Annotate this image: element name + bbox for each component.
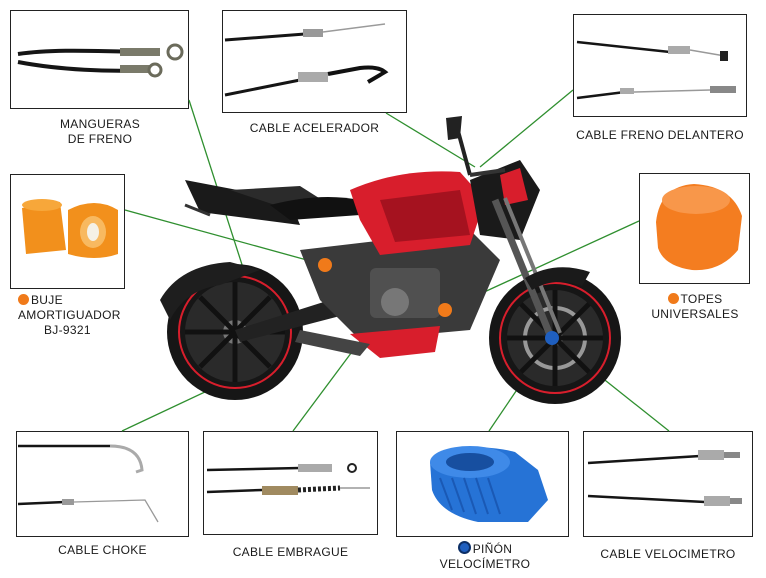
label-mangueras-line1: MANGUERAS [59,117,141,131]
clutch-cable-illustration [206,463,370,495]
leader-line-acelerador [385,112,476,168]
marker-buje-dot [318,258,332,272]
label-freno-delantero: CABLE FRENO DELANTERO [576,128,744,142]
label-mangueras-line2: DE FRENO [67,132,133,146]
throttle-cable-image-box [222,10,407,113]
speedometer-gear-illustration [430,446,548,522]
bushing-illustration [22,199,118,258]
label-buje-line3: BJ-9321 [44,323,91,337]
label-topes-line1: TOPES [680,292,723,306]
clutch-cable-image-box [203,431,378,535]
orange-dot-icon [18,294,29,305]
label-velocimetro: CABLE VELOCIMETRO [600,547,736,561]
choke-cable-image-box [16,431,189,537]
label-buje-line2: AMORTIGUADOR [18,308,121,322]
front-brake-cable-illustration [576,40,736,100]
label-pinon: PIÑÓN VELOCÍMETRO [430,541,540,572]
label-embrague: CABLE EMBRAGUE [232,545,349,559]
front-brake-cable-image-box [573,14,747,117]
label-topes: TOPES UNIVERSALES [650,292,740,322]
marker-topes-dot [438,303,452,317]
speedometer-cable-illustration [587,450,742,506]
orange-dot-icon [667,293,679,304]
label-acelerador: CABLE ACELERADOR [249,121,380,135]
brake-hoses-image-box [10,10,189,109]
brake-hoses-illustration [17,43,184,78]
speedometer-cable-image-box [583,431,753,537]
blue-dot-icon [457,541,471,554]
label-buje: BUJE AMORTIGUADOR BJ-9321 [18,293,121,338]
label-mangueras: MANGUERAS DE FRENO [50,117,150,147]
marker-pinon-dot [545,331,559,345]
leader-line-freno [479,89,574,168]
bumper-stop-illustration [656,184,742,271]
label-topes-line2: UNIVERSALES [651,307,739,321]
leader-line-buje [124,209,326,266]
choke-cable-illustration [17,444,159,523]
label-choke: CABLE CHOKE [58,543,147,557]
label-pinon-line1: PIÑÓN [472,542,513,556]
motorcycle-illustration [160,116,621,404]
throttle-cable-illustration [224,23,389,97]
label-pinon-line2: VELOCÍMETRO [439,557,531,571]
label-buje-line1: BUJE [31,293,63,307]
